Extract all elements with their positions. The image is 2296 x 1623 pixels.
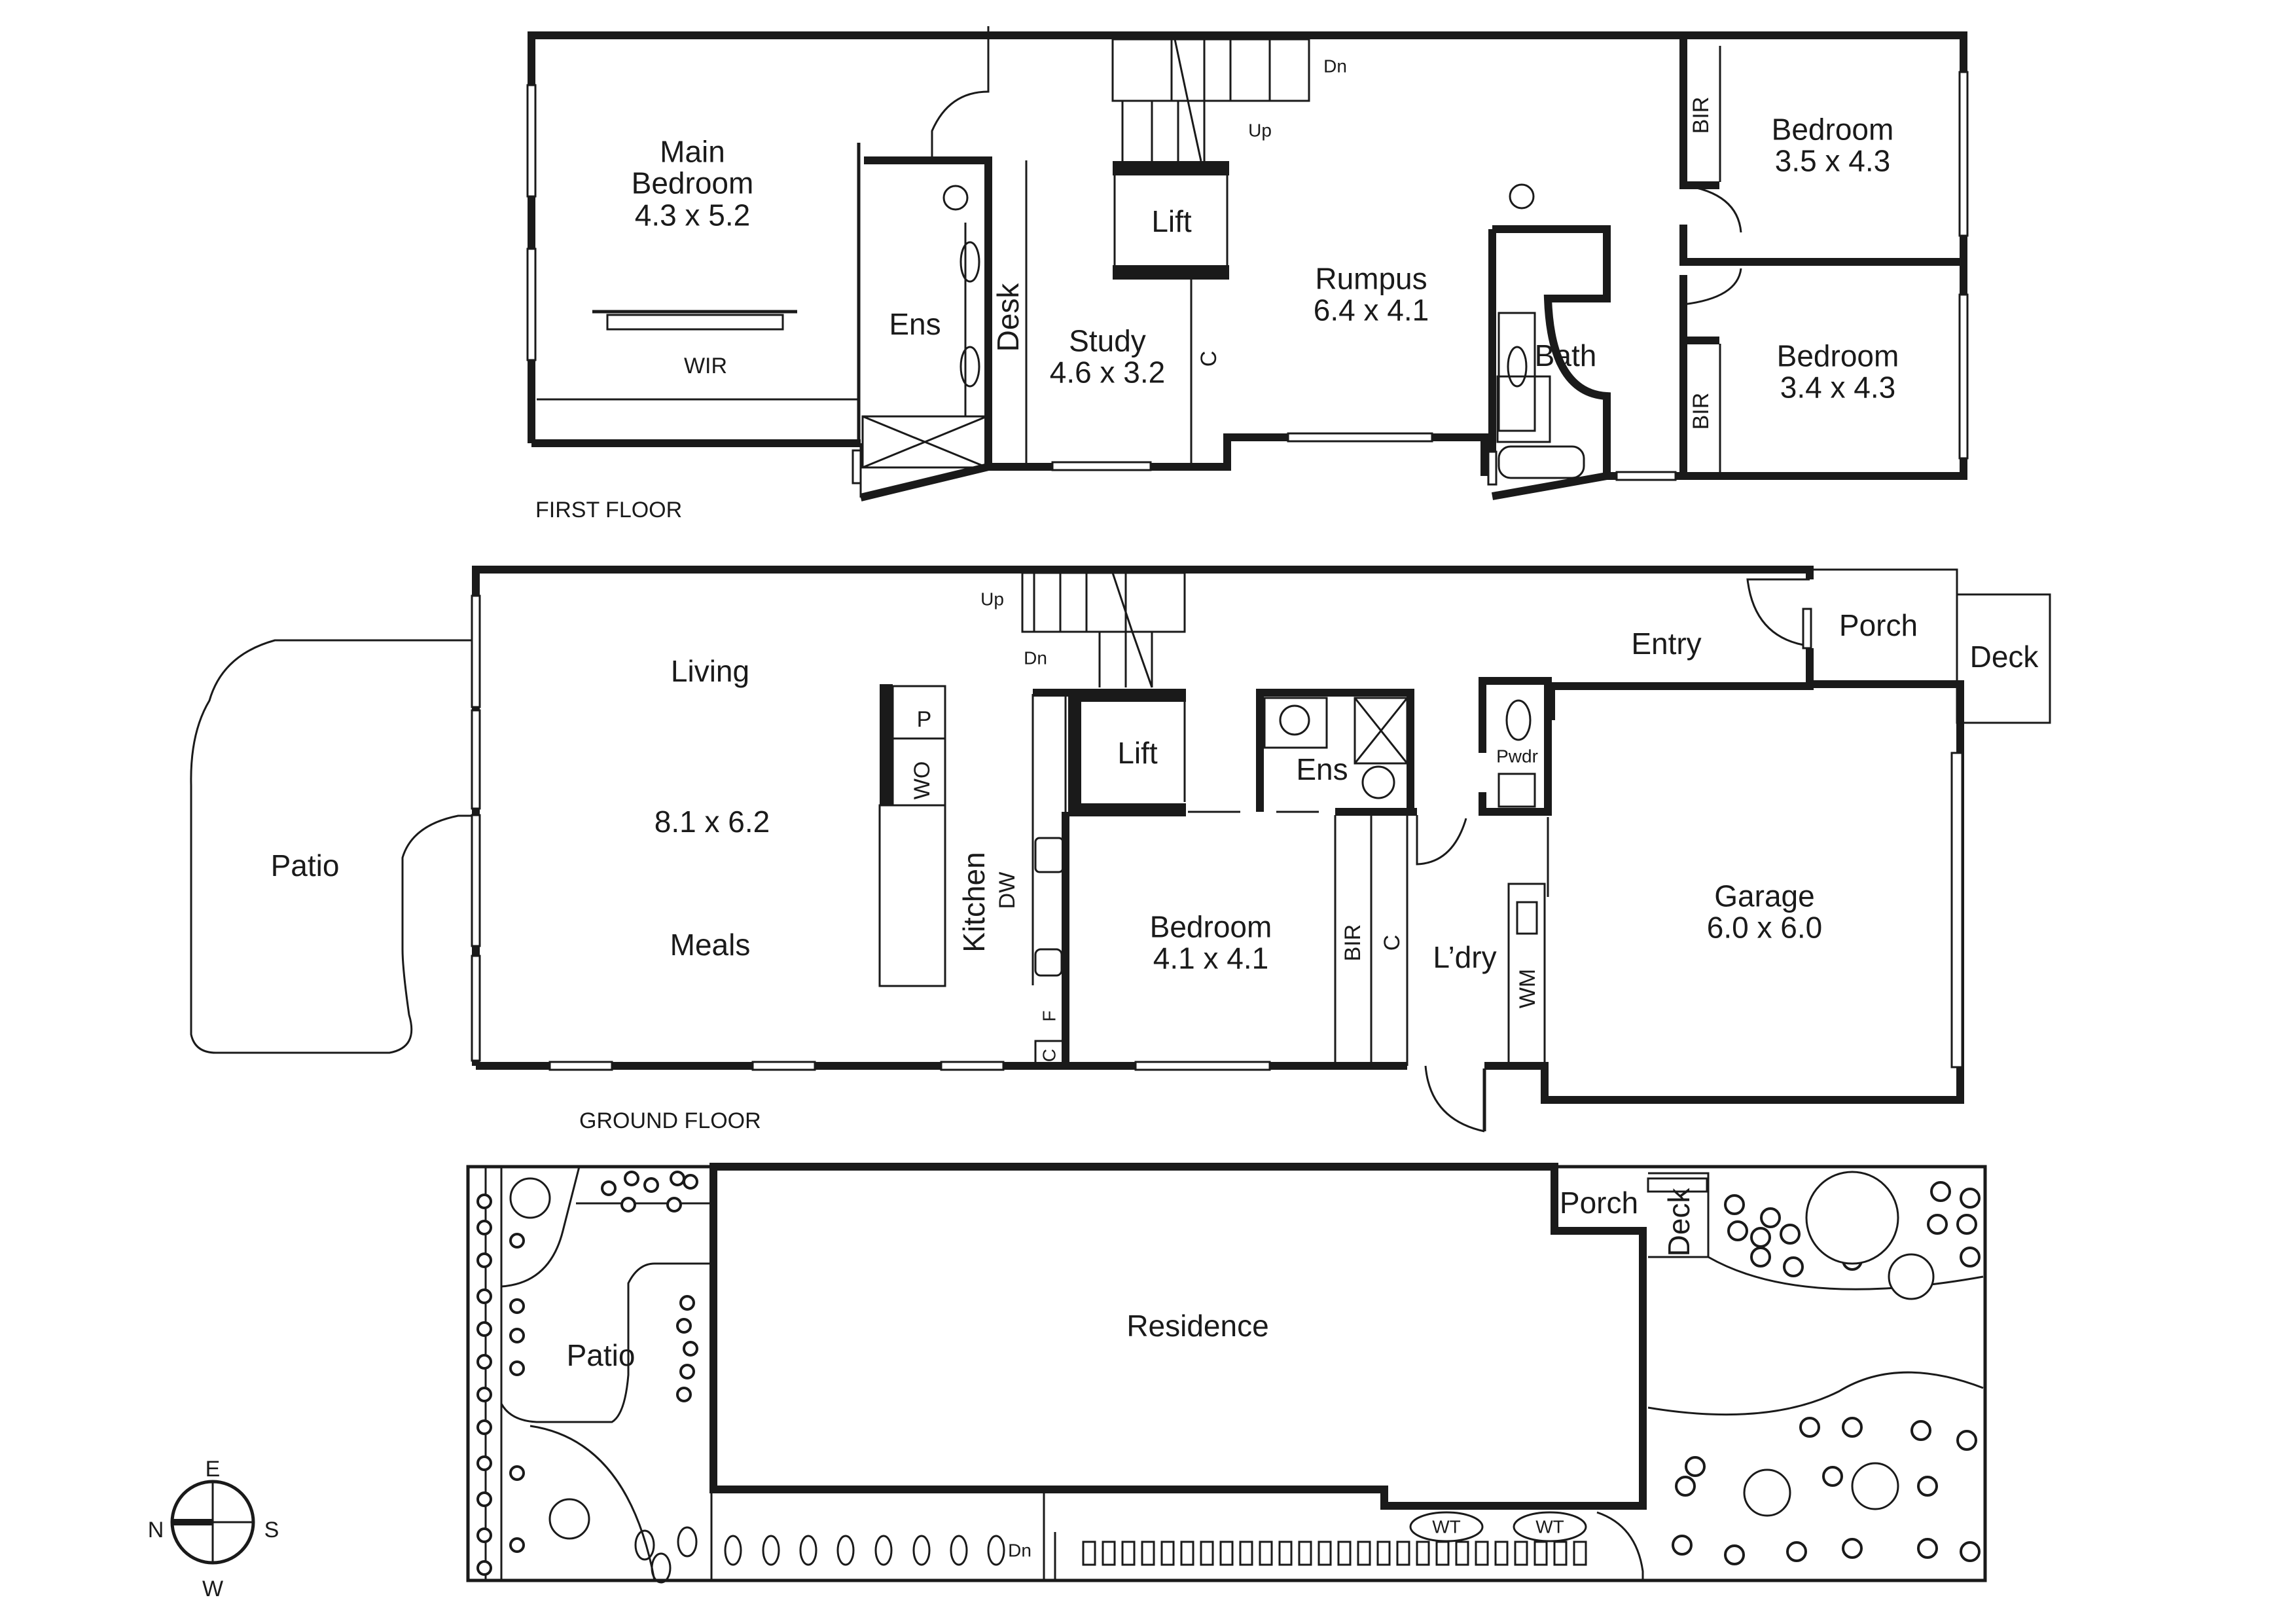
site-plan (466, 1163, 1987, 1584)
trees (509, 1171, 1935, 1540)
ground-ensuite-label: Ens (1296, 752, 1348, 786)
bedroom-2-bir-label: BIR (1689, 96, 1714, 134)
ground-floor-caption: GROUND FLOOR (579, 1108, 761, 1133)
ground-bir-label: BIR (1340, 924, 1366, 962)
ground-stairs-up-label: Up (980, 589, 1004, 610)
ground-floor-windows (471, 594, 1964, 1071)
ground-porch-label: Porch (1839, 608, 1918, 642)
main-bedroom-label: Main Bedroom 4.3 x 5.2 (631, 134, 754, 232)
site-porch-label: Porch (1559, 1185, 1639, 1220)
ground-floor-walls (190, 566, 2051, 1133)
kitchen-cupboard-label: C (1039, 1048, 1060, 1063)
compass-icon (170, 1480, 255, 1565)
bedroom-2-label: Bedroom 3.5 x 4.3 (1771, 112, 1894, 178)
living-size-label: 8.1 x 6.2 (654, 804, 770, 839)
laundry-label: L’dry (1433, 939, 1497, 974)
washing-machine-label: WM (1515, 968, 1541, 1009)
compass-north-label: N (147, 1518, 164, 1543)
first-stairs-up-label: Up (1248, 120, 1272, 141)
water-tank-2-label: WT (1535, 1516, 1564, 1537)
pantry-label: P (916, 707, 932, 733)
bedroom-3-bir-label: BIR (1689, 392, 1714, 430)
rumpus-label: Rumpus 6.4 x 4.1 (1313, 261, 1429, 327)
pavers (1082, 1541, 1587, 1566)
living-label: Living (670, 653, 750, 688)
site-steps-dn-label: Dn (1008, 1540, 1031, 1561)
entry-label: Entry (1631, 626, 1702, 661)
ground-deck-label: Deck (1969, 639, 2039, 674)
kitchen-label: Kitchen (956, 852, 991, 953)
stepping-stones (634, 1526, 1005, 1584)
site-patio-label: Patio (566, 1338, 636, 1372)
first-stairs-dn-label: Dn (1323, 56, 1347, 77)
wall-oven-label: WO (910, 761, 935, 800)
shrubs (476, 1171, 1981, 1576)
bath-label: Bath (1534, 338, 1597, 373)
first-floor-walls (528, 26, 1967, 501)
dishwasher-label: DW (995, 871, 1020, 909)
study-label: Study 4.6 x 3.2 (1049, 323, 1166, 390)
ground-cupboard-label: C (1380, 934, 1405, 951)
ground-bedroom-label: Bedroom 4.1 x 4.1 (1149, 909, 1272, 976)
residence-label: Residence (1126, 1308, 1269, 1343)
bedroom-3-label: Bedroom 3.4 x 4.3 (1776, 338, 1899, 405)
powder-label: Pwdr (1496, 746, 1538, 767)
desk-label: Desk (990, 283, 1025, 352)
first-lift-label: Lift (1151, 204, 1192, 238)
study-cupboard-label: C (1196, 350, 1222, 367)
site-deck-label: Deck (1661, 1188, 1696, 1257)
first-floor-windows (526, 71, 1969, 486)
fridge-label: F (1039, 1010, 1060, 1022)
meals-label: Meals (670, 927, 751, 962)
garage-label: Garage 6.0 x 6.0 (1706, 879, 1823, 945)
ground-stairs-dn-label: Dn (1024, 647, 1047, 668)
compass-west-label: W (202, 1577, 224, 1602)
first-floor-caption: FIRST FLOOR (535, 498, 683, 522)
ground-lift-label: Lift (1117, 735, 1158, 770)
wir-label: WIR (683, 354, 728, 379)
compass-south-label: S (264, 1518, 279, 1543)
water-tank-1-label: WT (1432, 1516, 1461, 1537)
first-ensuite-label: Ens (889, 306, 941, 341)
compass-east-label: E (205, 1457, 221, 1482)
patio-label: Patio (270, 848, 340, 883)
